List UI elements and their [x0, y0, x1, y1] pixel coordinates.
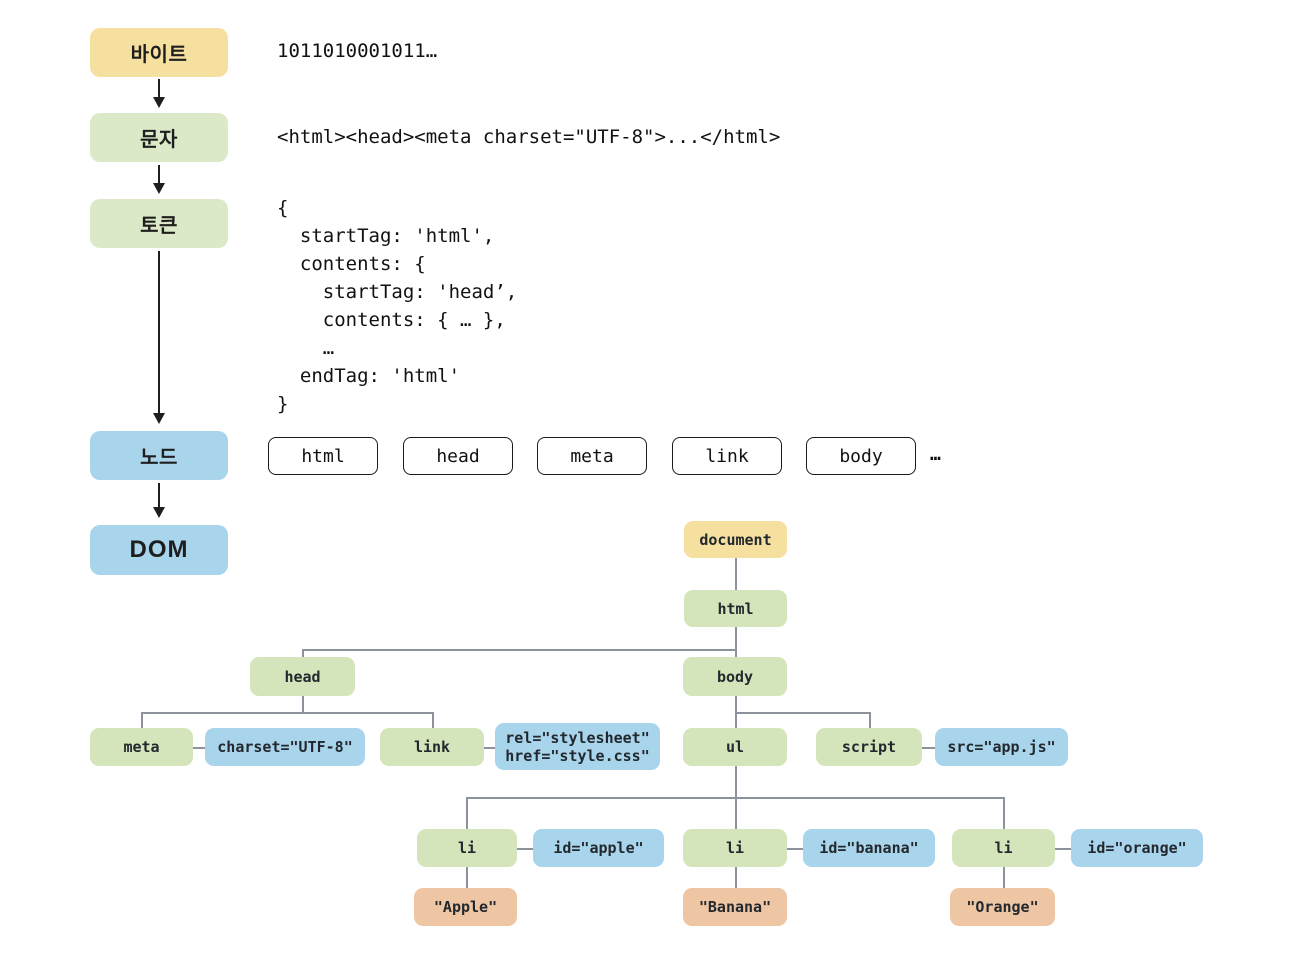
tree-connector: [466, 797, 468, 829]
attr-line: href="style.css": [505, 746, 650, 765]
attr-connector: [787, 848, 803, 850]
tree-attr-src: src="app.js": [935, 728, 1068, 766]
token-line: startTag: 'head’,: [277, 281, 518, 303]
attr-line: rel="stylesheet": [505, 728, 650, 747]
node-box-html: html: [268, 437, 378, 475]
tree-connector: [735, 712, 869, 714]
arrow-bytes-to-chars: [158, 79, 160, 98]
node-box-link: link: [672, 437, 782, 475]
stage-dom: DOM: [90, 525, 228, 575]
tree-attr-id-apple: id="apple": [533, 829, 664, 867]
stage-chars: 문자: [90, 113, 228, 162]
node-box-body: body: [806, 437, 916, 475]
tree-attr-rel-href: rel="stylesheet" href="style.css": [495, 723, 660, 770]
attr-connector: [1055, 848, 1071, 850]
tree-connector: [1003, 797, 1005, 829]
tree-connector: [466, 797, 1003, 799]
tree-node-li-apple: li: [417, 829, 517, 867]
tree-attr-id-orange: id="orange": [1071, 829, 1203, 867]
token-example: { startTag: 'html', contents: { startTag…: [277, 194, 517, 418]
tree-connector: [302, 649, 304, 657]
tree-connector: [432, 712, 434, 728]
tree-attr-charset: charset="UTF-8": [205, 728, 365, 766]
stage-nodes: 노드: [90, 431, 228, 480]
token-line: startTag: 'html',: [277, 225, 495, 247]
tree-node-body: body: [683, 657, 787, 696]
arrow-tokens-to-nodes: [158, 251, 160, 414]
attr-connector: [484, 747, 495, 749]
tree-node-li-banana: li: [683, 829, 787, 867]
tree-connector: [302, 696, 304, 712]
token-line: endTag: 'html': [277, 365, 461, 387]
arrow-down-icon: [153, 507, 165, 518]
tree-connector: [869, 712, 871, 728]
tree-connector: [735, 627, 737, 657]
tree-node-head: head: [250, 657, 355, 696]
arrow-nodes-to-dom: [158, 483, 160, 508]
chars-example: <html><head><meta charset="UTF-8">...</h…: [277, 126, 781, 148]
token-line: contents: { … },: [277, 309, 506, 331]
arrow-down-icon: [153, 183, 165, 194]
arrow-down-icon: [153, 413, 165, 424]
tree-connector: [735, 867, 737, 888]
arrow-down-icon: [153, 97, 165, 108]
node-box-head: head: [403, 437, 513, 475]
tree-connector: [141, 712, 143, 728]
arrow-chars-to-tokens: [158, 165, 160, 184]
stage-bytes: 바이트: [90, 28, 228, 77]
tree-node-script: script: [816, 728, 922, 766]
tree-connector: [302, 649, 736, 651]
tree-text-banana: "Banana": [683, 888, 787, 926]
attr-connector: [517, 848, 533, 850]
tree-connector: [466, 867, 468, 888]
attr-connector: [922, 747, 935, 749]
tree-node-link: link: [380, 728, 484, 766]
token-line: contents: {: [277, 253, 426, 275]
tree-attr-id-banana: id="banana": [803, 829, 935, 867]
node-row-ellipsis: …: [930, 444, 941, 465]
tree-connector: [735, 558, 737, 590]
stage-tokens: 토큰: [90, 199, 228, 248]
attr-connector: [193, 747, 205, 749]
token-line: }: [277, 393, 289, 415]
tree-node-html: html: [684, 590, 787, 627]
bytes-example: 1011010001011…: [277, 40, 438, 62]
tree-node-meta: meta: [90, 728, 193, 766]
node-box-meta: meta: [537, 437, 647, 475]
tree-node-document: document: [684, 521, 787, 558]
tree-text-apple: "Apple": [414, 888, 517, 926]
tree-node-ul: ul: [683, 728, 787, 766]
token-line: …: [277, 337, 335, 359]
token-line: {: [277, 197, 289, 219]
tree-node-li-orange: li: [952, 829, 1055, 867]
tree-text-orange: "Orange": [950, 888, 1055, 926]
tree-connector: [141, 712, 433, 714]
tree-connector: [1003, 867, 1005, 888]
